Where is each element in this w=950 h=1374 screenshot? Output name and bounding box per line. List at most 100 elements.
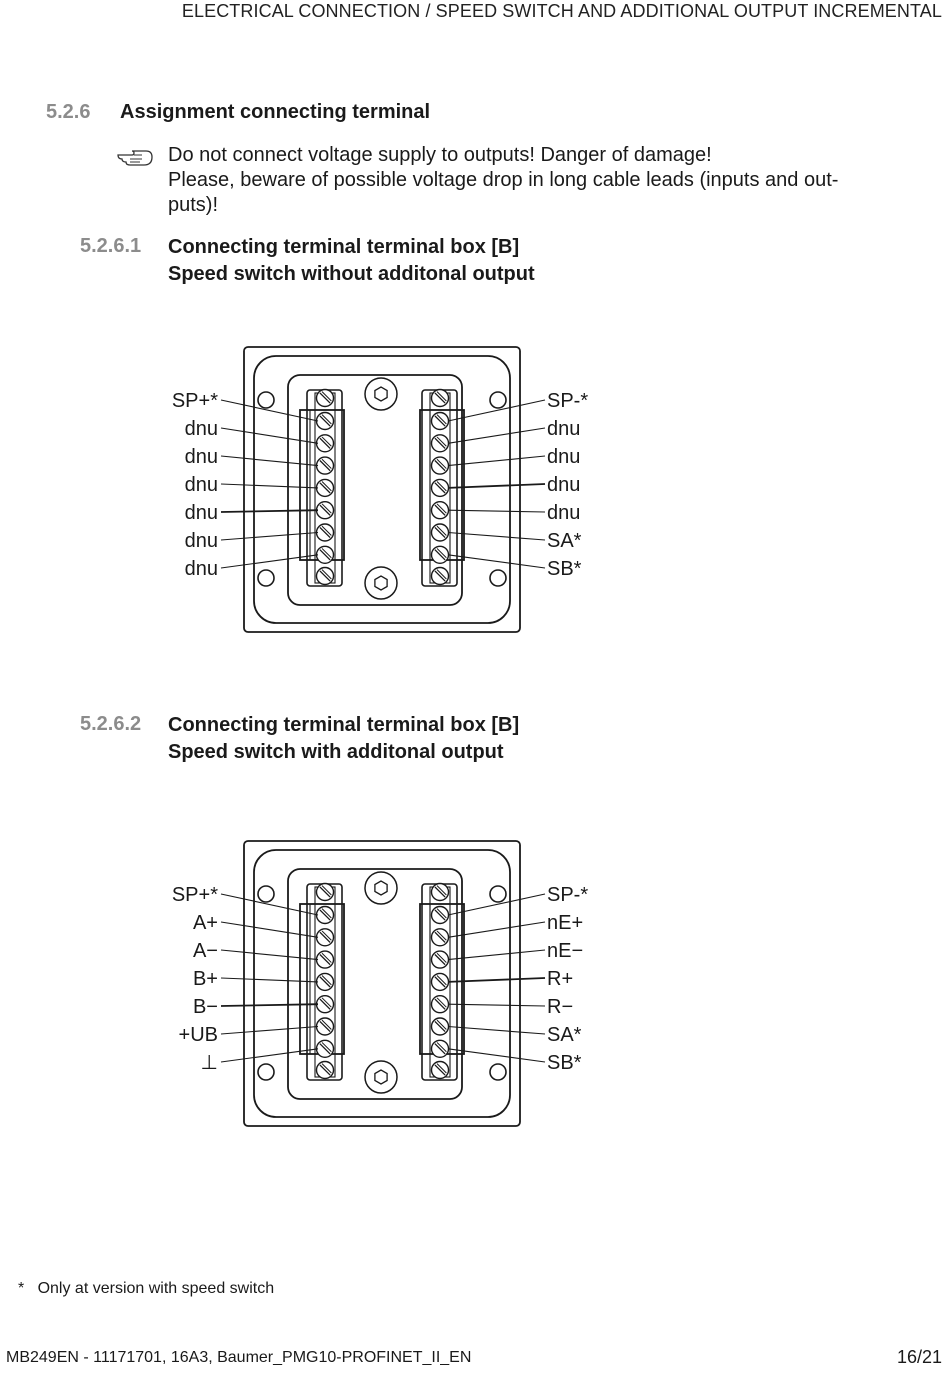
right-terminal-terminal-screw-slot [434, 504, 446, 516]
footnote: * Only at version with speed switch [18, 1280, 274, 1298]
right-leader-line [447, 531, 546, 541]
terminal-box [243, 346, 521, 633]
left-pin-label: dnu [185, 530, 218, 552]
left-leader-line [220, 949, 319, 961]
warning-note: Do not connect voltage supply to outputs… [168, 143, 898, 218]
left-terminal-terminal-screw-slot [319, 1020, 331, 1033]
right-terminal-bottom-screw-slot [434, 570, 446, 582]
right-terminal-bottom-screw-slot-2 [436, 569, 447, 580]
right-terminal-terminal-screw-slot-2 [436, 908, 447, 919]
left-terminal-terminal-screw-slot-2 [321, 997, 332, 1008]
center-top-screw [364, 871, 398, 905]
right-pin-label: nE+ [547, 912, 583, 934]
left-terminal-terminal-screw-slot-2 [321, 952, 332, 963]
mounting-hole [257, 391, 275, 409]
right-leader-line [447, 399, 546, 422]
left-terminal-terminal-screw-slot [319, 1043, 331, 1055]
left-terminal-terminal-screw-slot [319, 415, 331, 427]
note-line-1: Do not connect voltage supply to outputs… [168, 144, 712, 166]
right-terminal-terminal-screw-slot-2 [436, 503, 447, 514]
right-terminal-terminal-screw-slot-2 [436, 436, 447, 447]
right-pin-label: SA* [547, 530, 582, 552]
left-leader-line [220, 1025, 319, 1035]
left-terminal-terminal-screw-slot [319, 437, 331, 449]
terminal-box-inner-recess [287, 374, 463, 606]
terminal-box-inner-frame [253, 355, 511, 624]
mounting-hole [489, 391, 507, 409]
right-terminal-terminal-screw-slot-2 [436, 548, 447, 559]
left-pin-label: ⊥ [201, 1052, 218, 1074]
footnote-marker: * [18, 1280, 25, 1297]
left-terminal-terminal-screw-slot-2 [321, 1019, 332, 1030]
subsection-1-title: Connecting terminal terminal box [B] Spe… [168, 234, 535, 288]
left-terminal-terminal-screw-slot-2 [321, 481, 332, 492]
right-leader-line [447, 921, 546, 938]
right-terminal-terminal-screw-slot [434, 998, 446, 1010]
right-terminal-terminal-screw-slot [434, 1043, 446, 1055]
left-leader-line [220, 483, 319, 489]
left-leader-line [220, 531, 319, 541]
section-title: Assignment connecting terminal [120, 101, 431, 123]
mounting-hole [489, 885, 507, 903]
right-terminal-terminal-screw-slot-2 [436, 1019, 447, 1030]
right-terminal-terminal-screw-slot [434, 931, 446, 943]
center-top-screw-hex [374, 880, 388, 896]
subsection-2-title-line-1: Connecting terminal terminal box [B] [168, 714, 520, 736]
right-terminal-terminal-screw-slot [434, 460, 446, 472]
right-terminal-terminal-screw-slot-2 [436, 997, 447, 1008]
left-pin-label: dnu [185, 474, 218, 496]
mounting-hole [489, 1063, 507, 1081]
right-pin-label: dnu [547, 418, 580, 440]
right-terminal-terminal-screw-slot [434, 909, 446, 921]
right-terminal-terminal-screw-slot [434, 526, 446, 539]
left-leader-line [220, 455, 319, 467]
left-terminal-bottom-screw-slot [319, 1064, 331, 1076]
footer-document-id: MB249EN - 11171701, 16A3, Baumer_PMG10-P… [6, 1349, 472, 1366]
right-leader-line [447, 1025, 546, 1035]
right-leader-line [447, 893, 546, 916]
right-pin-label: SP-* [547, 884, 588, 906]
terminal-box [243, 840, 521, 1127]
left-terminal-bottom-screw-slot-2 [321, 1063, 332, 1074]
left-terminal-terminal-screw-slot-2 [321, 1042, 332, 1053]
left-pin-label: dnu [185, 446, 218, 468]
right-terminal-terminal-screw-slot-2 [436, 414, 447, 425]
right-terminal-terminal-screw-slot [434, 482, 446, 494]
right-pin-label: dnu [547, 502, 580, 524]
left-leader-line [220, 1048, 319, 1063]
right-terminal-top-screw-slot-2 [436, 391, 447, 402]
right-terminal-terminal-screw-slot [434, 954, 446, 966]
left-pin-label: dnu [185, 558, 218, 580]
right-terminal-terminal-screw-slot [434, 1020, 446, 1033]
subsection-1-title-line-1: Connecting terminal terminal box [B] [168, 236, 520, 258]
center-bottom-screw-hex [374, 575, 388, 591]
terminal-box-inner-recess [287, 868, 463, 1100]
left-pin-label: A− [193, 940, 218, 962]
left-leader-line [220, 399, 319, 422]
right-pin-label: SB* [547, 1052, 582, 1074]
left-terminal-top-screw-slot-2 [321, 391, 332, 402]
right-pin-label: R− [547, 996, 573, 1018]
terminal-box-inner-frame [253, 849, 511, 1118]
right-terminal-terminal-screw-slot-2 [436, 525, 447, 536]
subsection-1-number: 5.2.6.1 [80, 235, 142, 257]
left-pin-label: B+ [193, 968, 218, 990]
left-terminal-terminal-screw-slot [319, 482, 331, 494]
right-terminal-terminal-screw-slot [434, 549, 446, 561]
left-terminal-terminal-screw-slot-2 [321, 908, 332, 919]
left-terminal-terminal-screw-slot [319, 954, 331, 966]
right-terminal-terminal-screw-slot-2 [436, 975, 447, 986]
left-terminal-terminal-screw-slot [319, 549, 331, 561]
right-pin-label: dnu [547, 446, 580, 468]
left-leader-line [220, 1003, 319, 1007]
left-pin-label: dnu [185, 418, 218, 440]
center-bottom-screw-hex [374, 1069, 388, 1085]
left-terminal-terminal-screw-slot-2 [321, 503, 332, 514]
center-top-screw [364, 377, 398, 411]
left-terminal-bottom-screw-slot [319, 570, 331, 582]
left-terminal-terminal-screw-slot [319, 504, 331, 516]
right-pin-label: SB* [547, 558, 582, 580]
right-terminal-terminal-screw-slot-2 [436, 458, 447, 469]
